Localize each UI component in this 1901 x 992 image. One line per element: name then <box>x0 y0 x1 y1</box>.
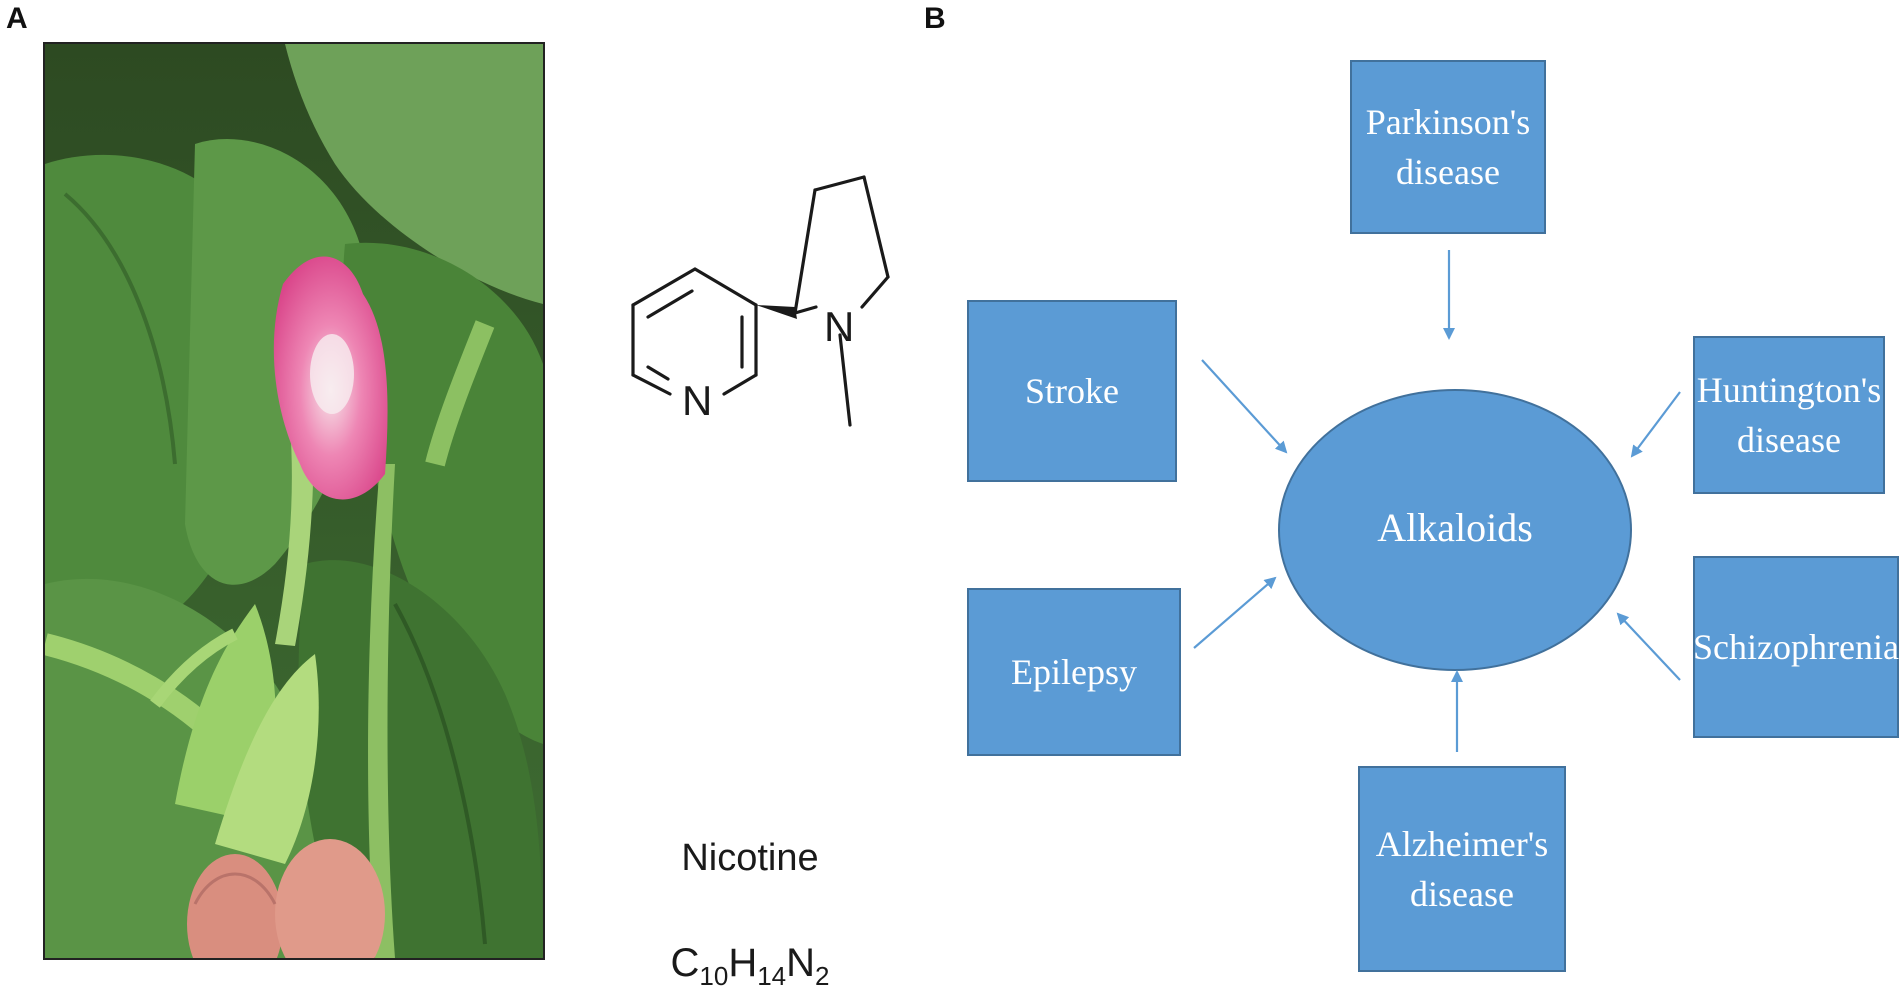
arrow-schizophrenia <box>1616 612 1681 681</box>
molecule-name: Nicotine <box>681 837 819 879</box>
arrow-huntingtons <box>1630 391 1681 458</box>
box-stroke: Stroke <box>967 300 1177 482</box>
box-schizophrenia: Schizophrenia <box>1693 556 1899 738</box>
box-alzheimers: Alzheimer's disease <box>1358 766 1566 972</box>
alkaloids-ellipse <box>1278 389 1632 671</box>
molecule-formula: C10H14N2 <box>670 941 830 991</box>
alkaloids-label: Alkaloids <box>1377 505 1533 550</box>
nicotine-structure: N N Nicotine C10H14N2 <box>570 95 900 991</box>
box-parkinsons: Parkinson's disease <box>1350 60 1546 234</box>
box-huntingtons: Huntington's disease <box>1693 336 1885 494</box>
tobacco-plant-photo <box>43 42 545 960</box>
arrow-epilepsy <box>1193 576 1277 649</box>
panel-label-b: B <box>924 2 946 35</box>
arrow-stroke <box>1201 359 1288 454</box>
atom-label-n-pyridine: N <box>682 377 712 424</box>
panel-label-a: A <box>6 2 28 35</box>
atom-label-n-pyrrolidine: N <box>824 303 854 350</box>
box-epilepsy: Epilepsy <box>967 588 1181 756</box>
